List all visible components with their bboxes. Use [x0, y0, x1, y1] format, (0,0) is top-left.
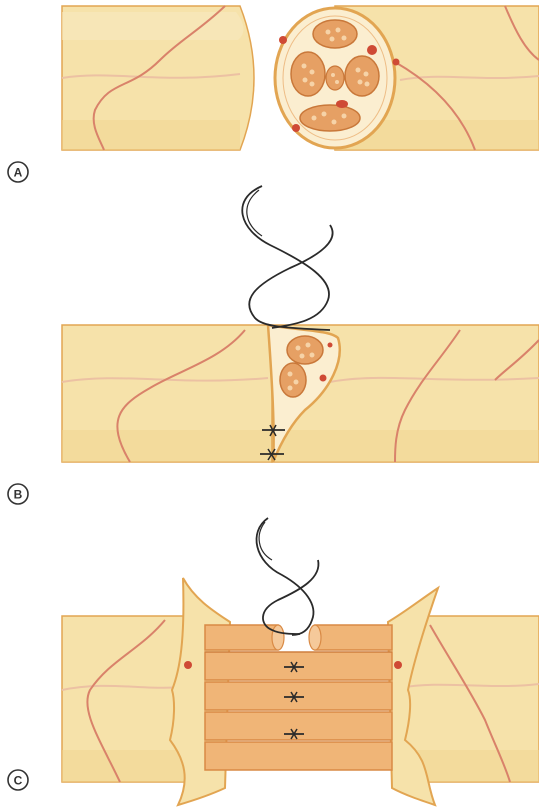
panel-a-label-text: A	[14, 166, 23, 180]
blood-vessel-dot	[279, 36, 287, 44]
blood-vessel-dot	[292, 124, 300, 132]
panel-c: C	[8, 518, 539, 805]
nerve-left-trunk	[62, 616, 190, 782]
fascicle-top	[313, 20, 357, 48]
fascicle-row-5	[205, 742, 392, 770]
blood-vessel-dot	[320, 375, 327, 382]
suture-thread-c	[257, 518, 319, 635]
panel-b-label: B	[8, 484, 28, 504]
panel-b: B	[8, 186, 539, 504]
nerve-segment-left	[62, 6, 254, 150]
panel-a-label: A	[8, 162, 28, 182]
panel-c-label: C	[8, 770, 28, 790]
blood-vessel-dot	[393, 59, 400, 66]
fascicle-bottom	[300, 105, 360, 131]
fascicle-b-lower	[280, 363, 306, 397]
fascicle-center	[326, 66, 344, 90]
panel-b-label-text: B	[14, 488, 23, 502]
fascicle-row-1	[205, 625, 392, 650]
blood-vessel-dot	[328, 343, 333, 348]
panel-c-label-text: C	[14, 774, 23, 788]
fascicle-row-4	[205, 712, 392, 740]
panel-a: A	[8, 6, 539, 182]
blood-vessel-dot	[184, 661, 192, 669]
blood-vessel-dot	[367, 45, 377, 55]
nerve-left-end	[62, 325, 273, 462]
fascicle-b-upper	[287, 336, 323, 364]
blood-vessel-dot	[336, 100, 348, 108]
fascicle-row-2	[205, 652, 392, 680]
fascicle-left	[291, 52, 325, 96]
fascicle-right	[345, 56, 379, 96]
blood-vessel-dot	[394, 661, 402, 669]
fascicle-row-3	[205, 682, 392, 710]
suture-thread-b	[242, 186, 332, 330]
